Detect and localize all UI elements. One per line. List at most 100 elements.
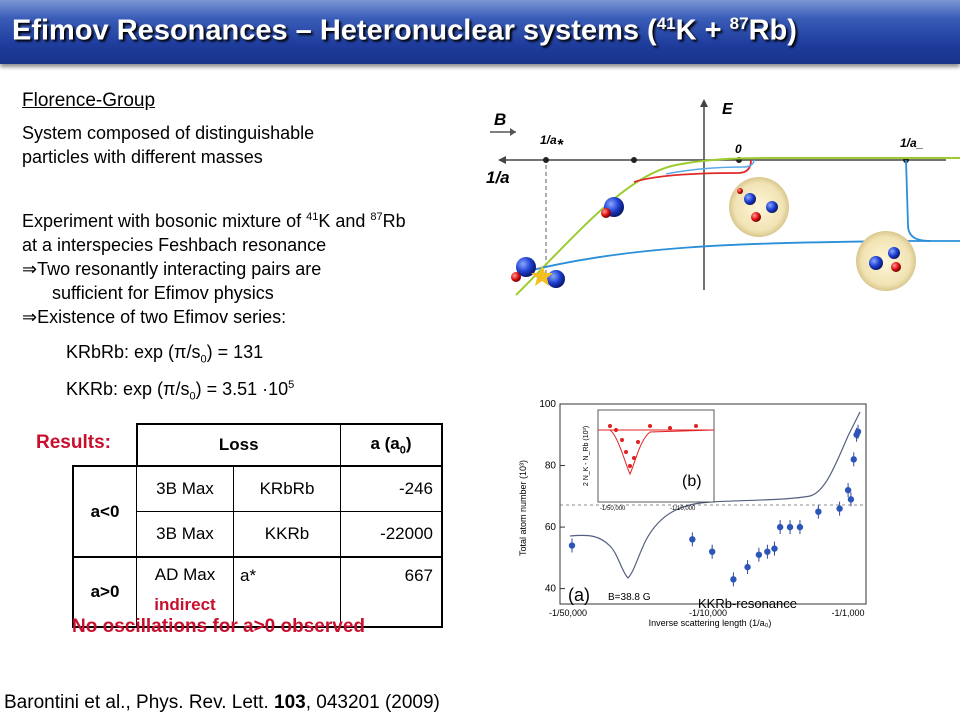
atom-rb: [888, 247, 900, 259]
a-star-dot: [543, 157, 549, 163]
inset-points: [608, 424, 698, 468]
threshold-dot: [631, 157, 637, 163]
column-header-loss: Loss: [135, 423, 341, 467]
implies-arrow-icon: ⇒: [22, 307, 38, 327]
group-heading: Florence-Group: [22, 90, 156, 111]
inset-point: [628, 464, 632, 468]
inset-plot: 2 N_K - N_Rb (10³) (b) -1/50,000 -1/10,0…: [583, 409, 715, 512]
data-point: [786, 523, 794, 531]
data-point: [847, 496, 855, 503]
data-point: [854, 428, 862, 435]
atom-k: [737, 188, 743, 194]
y-axis-label: Total atom number (10³): [518, 460, 528, 556]
data-point: [708, 548, 716, 555]
system-cell: a*: [233, 556, 341, 628]
atom-rb: [744, 193, 756, 205]
a-minus-label: 1/a_: [900, 136, 924, 150]
inset-point: [632, 456, 636, 460]
efimov-energy-diagram: B E 1/a 1/a* 0 1/a_: [486, 99, 960, 296]
data-point: [568, 542, 576, 549]
data-point: [764, 548, 771, 555]
experiment-line: Experiment with bosonic mixture of 41K a…: [22, 211, 406, 231]
data-point: [844, 486, 852, 494]
x-axis-label: Inverse scattering length (1/a₀): [649, 618, 772, 628]
data-point: [689, 536, 696, 543]
dimer-halo: [856, 231, 916, 291]
reference: Barontini et al., Phys. Rev. Lett. 103, …: [4, 692, 440, 713]
value-cell: -22000: [340, 511, 443, 558]
inset-point: [636, 440, 640, 444]
loss-type-indirect: indirect: [154, 595, 216, 614]
inset-point: [648, 424, 652, 428]
slide-title: Efimov Resonances – Heteronuclear system…: [12, 14, 797, 47]
inset-fit: [609, 429, 715, 476]
lightblue-curve: [665, 159, 755, 175]
panel-label-a: (a): [568, 585, 590, 605]
data-point: [815, 508, 822, 515]
y-tick-label: 60: [545, 522, 557, 533]
star-icon: [531, 265, 553, 286]
inset-point: [608, 424, 612, 428]
inset-point: [614, 428, 618, 432]
table-row: 3B Max KKRb -22000: [73, 511, 443, 558]
loss-type-cell: AD Max indirect: [136, 556, 234, 628]
energy-axis-arrowhead: [700, 99, 708, 107]
title-bar: Efimov Resonances – Heteronuclear system…: [0, 0, 960, 64]
inset-point: [668, 426, 672, 430]
b-field-arrowhead: [510, 128, 516, 136]
inset-point: [624, 450, 628, 454]
intro-line: System composed of distinguishable: [22, 123, 315, 143]
table-row: a>0 AD Max indirect a* 667: [72, 556, 443, 628]
y-tick-label: 100: [539, 399, 556, 410]
data-point: [730, 576, 737, 583]
green-curve: [515, 157, 777, 296]
atom-k: [751, 212, 761, 222]
plot-frame: [559, 403, 867, 605]
data-point: [755, 551, 763, 558]
x-ticks: -1/50,000-1/10,000-1/1,000: [549, 608, 865, 618]
atom-k: [511, 272, 521, 282]
y-tick-label: 80: [545, 461, 557, 472]
row-header-a-positive: a>0: [72, 556, 137, 628]
loss-type-cell: 3B Max: [136, 511, 234, 558]
data-point: [771, 545, 778, 552]
loss-type-cell: 3B Max: [136, 465, 234, 512]
data-point: [796, 523, 804, 531]
data-point: [776, 523, 784, 531]
table-row: a<0 3B Max KRbRb -246: [72, 465, 443, 558]
inset-y-label: 2 N_K - N_Rb (10³): [583, 426, 590, 486]
table-header-row: Loss a (a0): [73, 423, 443, 467]
atom-rb: [516, 257, 536, 277]
inset-point: [620, 438, 624, 442]
y-ticks: 40 60 80 100: [539, 399, 565, 595]
atom-rb: [547, 270, 565, 288]
inverse-a-label: 1/a: [486, 168, 510, 187]
bullet-line: ⇒Existence of two Efimov series:: [22, 307, 287, 327]
experiment-text: Experiment with bosonic mixture of 41K a…: [22, 205, 406, 329]
red-curve: [633, 159, 752, 183]
experiment-line: at a interspecies Feshbach resonance: [22, 235, 327, 255]
data-point: [850, 456, 857, 463]
x-tick-label: -1/50,000: [549, 608, 587, 618]
blue-dimer-curve: [511, 240, 960, 276]
atom-number-chart: Total atom number (10³) Inverse scatteri…: [510, 396, 876, 630]
data-point: [836, 505, 843, 512]
y-tick-label: 40: [545, 584, 557, 595]
fit-curve: [569, 411, 861, 579]
system-cell: KKRb: [233, 511, 341, 558]
value-cell: -246: [340, 465, 443, 512]
efimov-series: KRbRb: exp (π/s0) = 131 KKRb: exp (π/s0)…: [66, 340, 294, 409]
bullet-continuation: sufficient for Efimov physics: [52, 283, 274, 303]
column-header-a: a (a0): [340, 423, 443, 467]
data-point: [744, 563, 751, 571]
no-oscillations-note: No oscillations for a>0 observed: [72, 616, 366, 637]
data-points: [568, 424, 862, 587]
zero-label: 0: [735, 142, 742, 156]
resonance-label: KKRb-resonance: [698, 596, 797, 611]
inverse-a-axis-arrowhead: [498, 156, 506, 164]
a-star-label: 1/a*: [540, 133, 564, 154]
series-kkrb: KKRb: exp (π/s0) = 3.51 ·105: [66, 378, 295, 403]
loss-type: AD Max: [154, 565, 216, 584]
trimer-halo: [729, 177, 789, 237]
row-header-a-negative: a<0: [72, 465, 137, 558]
